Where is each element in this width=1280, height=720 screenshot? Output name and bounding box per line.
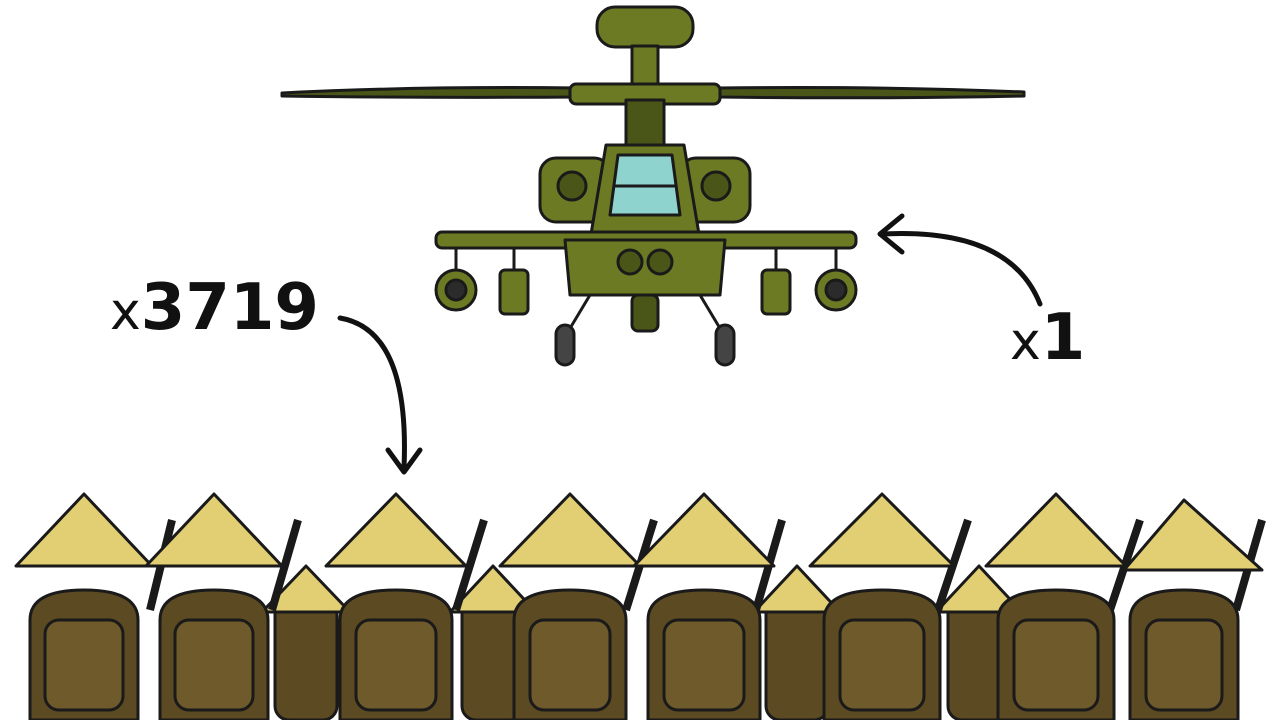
soldier-with-conical-hat-icon bbox=[752, 564, 842, 720]
soldier-row-back bbox=[260, 564, 1024, 720]
soldier-count-value: 3719 bbox=[140, 271, 319, 345]
curved-arrow-icon bbox=[337, 315, 407, 471]
helicopter-icon bbox=[280, 5, 1026, 367]
soldier-with-conical-hat-icon bbox=[498, 492, 658, 720]
soldier-with-conical-hat-icon bbox=[324, 492, 488, 720]
soldier-with-conical-hat-icon bbox=[632, 492, 786, 720]
soldier-with-conical-hat-icon bbox=[808, 492, 972, 720]
soldier-with-conical-hat-icon bbox=[260, 564, 352, 720]
soldier-count-label: x3719 bbox=[110, 276, 319, 340]
arrowhead-icon bbox=[877, 213, 905, 255]
helicopter-count-prefix: x bbox=[1010, 312, 1041, 372]
helicopter-count-label: x1 bbox=[1010, 306, 1085, 370]
arrowhead-icon bbox=[385, 447, 423, 475]
soldier-row-front bbox=[14, 492, 1266, 720]
soldier-with-conical-hat-icon bbox=[984, 492, 1144, 720]
helicopter-count-value: 1 bbox=[1040, 301, 1086, 375]
soldier-with-conical-hat-icon bbox=[144, 492, 302, 720]
soldier-with-conical-hat-icon bbox=[448, 564, 538, 720]
curved-arrow-icon bbox=[881, 231, 1043, 307]
soldier-with-conical-hat-icon bbox=[14, 492, 176, 720]
soldier-with-conical-hat-icon bbox=[934, 564, 1024, 720]
soldier-count-prefix: x bbox=[110, 282, 141, 342]
soldier-with-conical-hat-icon bbox=[1122, 498, 1266, 720]
